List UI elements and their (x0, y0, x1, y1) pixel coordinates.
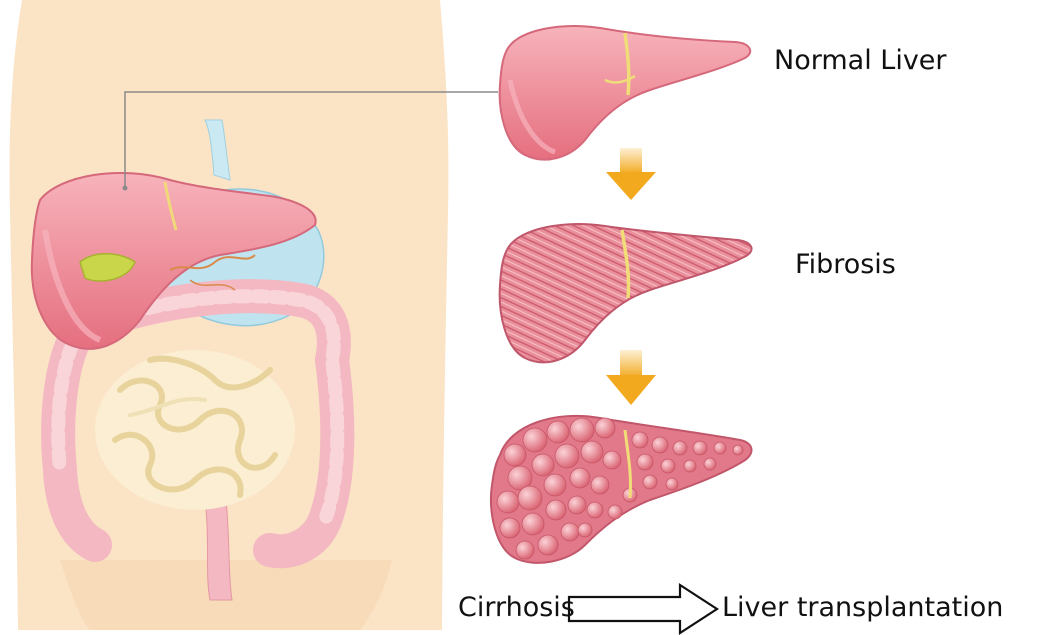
label-fibrosis: Fibrosis (795, 251, 896, 278)
label-cirrhosis: Cirrhosis (458, 594, 575, 621)
small-intestine (95, 350, 295, 510)
label-liver-transplantation: Liver transplantation (722, 594, 1003, 621)
right-arrow-icon (569, 585, 717, 633)
normal-liver-illustration (500, 26, 751, 160)
fibrosis-liver-illustration (500, 224, 752, 362)
down-arrow-icon (606, 148, 656, 200)
cirrhosis-liver-illustration (491, 416, 752, 563)
down-arrow-icon (606, 350, 656, 405)
pointer-dot (123, 186, 128, 191)
label-normal-liver: Normal Liver (774, 47, 947, 74)
